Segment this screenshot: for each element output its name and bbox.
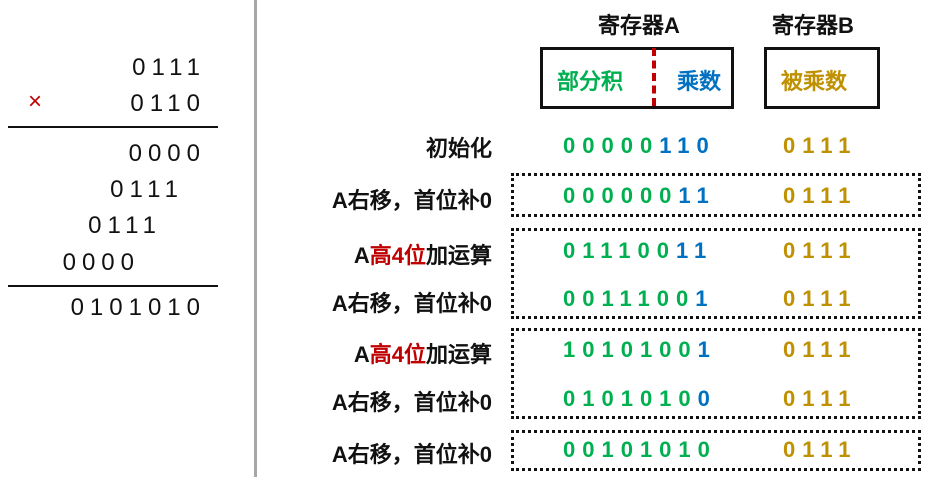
step-label: 初始化 [425, 136, 492, 161]
label-part: 加运算 [425, 243, 492, 268]
register-b-value: 0111 [783, 183, 858, 208]
step-label: A高4位加运算 [262, 238, 492, 270]
label-part: A [353, 243, 370, 268]
label-part: 加运算 [425, 342, 492, 367]
register-b-title: 寄存器B [772, 13, 854, 38]
register-b-value: 0111 [783, 386, 858, 411]
step-group-1 [511, 173, 921, 217]
step-group-3 [511, 328, 921, 419]
step-label: A右移，首位补0 [331, 188, 492, 213]
register-a-box: 部分积 乘数 [540, 47, 734, 109]
register-a-value: 01010100 [563, 386, 717, 412]
multiplier: 0110 [130, 90, 206, 117]
a-partial-bits: 1010100 [563, 337, 698, 362]
multiplier-label: 乘数 [677, 69, 722, 94]
register-a-value: 10101001 [563, 337, 717, 363]
product-result: 0101010 [70, 294, 206, 321]
step-group-2 [511, 228, 921, 319]
a-multiplier-bits: 0 [697, 386, 717, 411]
register-a-value: 00000110 [563, 133, 716, 159]
sum-line-top [8, 126, 218, 128]
register-a-value: 00101010 [563, 437, 717, 463]
step-label: A右移，首位补0 [331, 390, 492, 415]
register-a-split-marker [652, 48, 656, 106]
section-divider [254, 0, 257, 477]
a-multiplier-bits: 1 [697, 337, 717, 362]
partial-product-label: 部分积 [557, 69, 624, 94]
register-a-value: 00000011 [563, 183, 716, 209]
a-partial-bits: 00000 [563, 133, 660, 158]
register-a-title: 寄存器A [598, 13, 680, 38]
a-partial-bits: 00101010 [563, 437, 717, 462]
register-a-value: 00111001 [563, 286, 714, 312]
multiplicand: 0111 [132, 54, 206, 81]
register-b-value: 0111 [783, 286, 858, 311]
register-b-value: 0111 [783, 133, 858, 158]
label-part: A [353, 342, 370, 367]
step-label: A右移，首位补0 [331, 442, 492, 467]
register-b-value: 0111 [783, 337, 858, 362]
register-a-value: 01110011 [563, 238, 713, 264]
register-b-value: 0111 [783, 238, 858, 263]
a-partial-bits: 0101010 [563, 386, 698, 411]
register-b-box: 被乘数 [764, 47, 880, 109]
multiply-icon: × [28, 88, 43, 115]
sum-line-bottom [8, 285, 218, 287]
a-multiplier-bits: 1 [695, 286, 715, 311]
partial-product-0: 0000 [128, 140, 206, 167]
step-label: A高4位加运算 [262, 337, 492, 369]
a-multiplier-bits: 11 [675, 238, 714, 263]
partial-product-1: 0111 [110, 176, 184, 203]
partial-product-3: 0000 [62, 249, 140, 276]
label-highlight: 高4位 [369, 342, 426, 367]
partial-product-2: 0111 [88, 212, 162, 239]
step-group-4 [511, 430, 921, 471]
a-partial-bits: 0011100 [563, 286, 696, 311]
a-partial-bits: 011100 [563, 238, 676, 263]
step-label: A右移，首位补0 [331, 291, 492, 316]
register-b-value: 0111 [783, 437, 858, 462]
multiplicand-label: 被乘数 [781, 69, 848, 94]
a-multiplier-bits: 110 [659, 133, 716, 158]
a-multiplier-bits: 11 [678, 183, 716, 208]
a-partial-bits: 000000 [563, 183, 679, 208]
label-highlight: 高4位 [369, 243, 426, 268]
